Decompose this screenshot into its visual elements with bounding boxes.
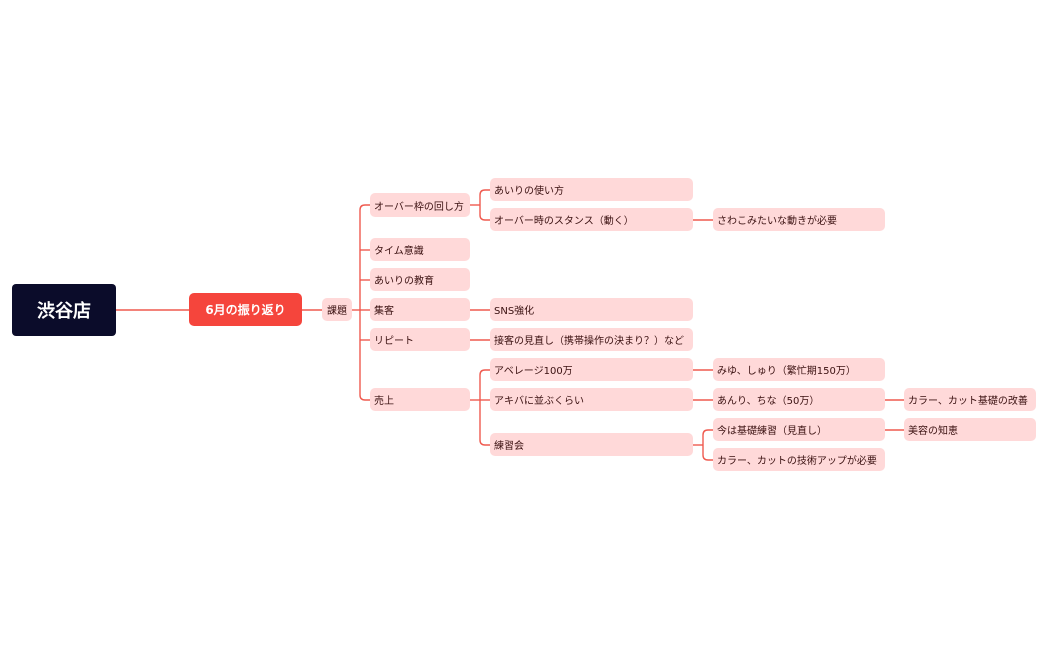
node-average[interactable]: アベレージ100万 bbox=[490, 358, 693, 381]
node-shukyaku[interactable]: 集客 bbox=[370, 298, 470, 321]
topic-node[interactable]: 6月の振り返り bbox=[189, 293, 302, 326]
node-time[interactable]: タイム意識 bbox=[370, 238, 470, 261]
node-akiba[interactable]: アキバに並ぶくらい bbox=[490, 388, 693, 411]
edge-hub-branch-0 bbox=[359, 204, 370, 310]
node-color-cut-kiso[interactable]: カラー、カット基礎の改善 bbox=[904, 388, 1036, 411]
node-sns[interactable]: SNS強化 bbox=[490, 298, 693, 321]
node-overframe[interactable]: オーバー枠の回し方 bbox=[370, 193, 470, 217]
edge-renshu-branch-0 bbox=[702, 429, 713, 445]
node-repeat[interactable]: リピート bbox=[370, 328, 470, 351]
edge-uriage-branch-2 bbox=[479, 400, 490, 446]
node-over-stance[interactable]: オーバー時のスタンス（動く） bbox=[490, 208, 693, 231]
node-ima-kiso[interactable]: 今は基礎練習（見直し） bbox=[713, 418, 885, 441]
edge-uriage-branch-0 bbox=[479, 369, 490, 400]
edge-renshu-branch-1 bbox=[702, 445, 713, 461]
node-miyu[interactable]: みゆ、しゅり（繁忙期150万） bbox=[713, 358, 885, 381]
hub-node[interactable]: 課題 bbox=[322, 298, 352, 321]
edge-hub-branch-5 bbox=[359, 310, 370, 401]
edge-overframe-branch-1 bbox=[479, 205, 490, 221]
node-uriage[interactable]: 売上 bbox=[370, 388, 470, 411]
node-ainori-edu[interactable]: あいりの教育 bbox=[370, 268, 470, 291]
node-renshu[interactable]: 練習会 bbox=[490, 433, 693, 456]
node-sawako[interactable]: さわこみたいな動きが必要 bbox=[713, 208, 885, 231]
node-color-cut-gijutsu[interactable]: カラー、カットの技術アップが必要 bbox=[713, 448, 885, 471]
root-node[interactable]: 渋谷店 bbox=[12, 284, 116, 336]
node-sekkyaku[interactable]: 接客の見直し（携帯操作の決まり？）など bbox=[490, 328, 693, 351]
node-anri[interactable]: あんり、ちな（50万） bbox=[713, 388, 885, 411]
node-ainori-use[interactable]: あいりの使い方 bbox=[490, 178, 693, 201]
node-biyou[interactable]: 美容の知恵 bbox=[904, 418, 1036, 441]
edge-overframe-branch-0 bbox=[479, 189, 490, 205]
